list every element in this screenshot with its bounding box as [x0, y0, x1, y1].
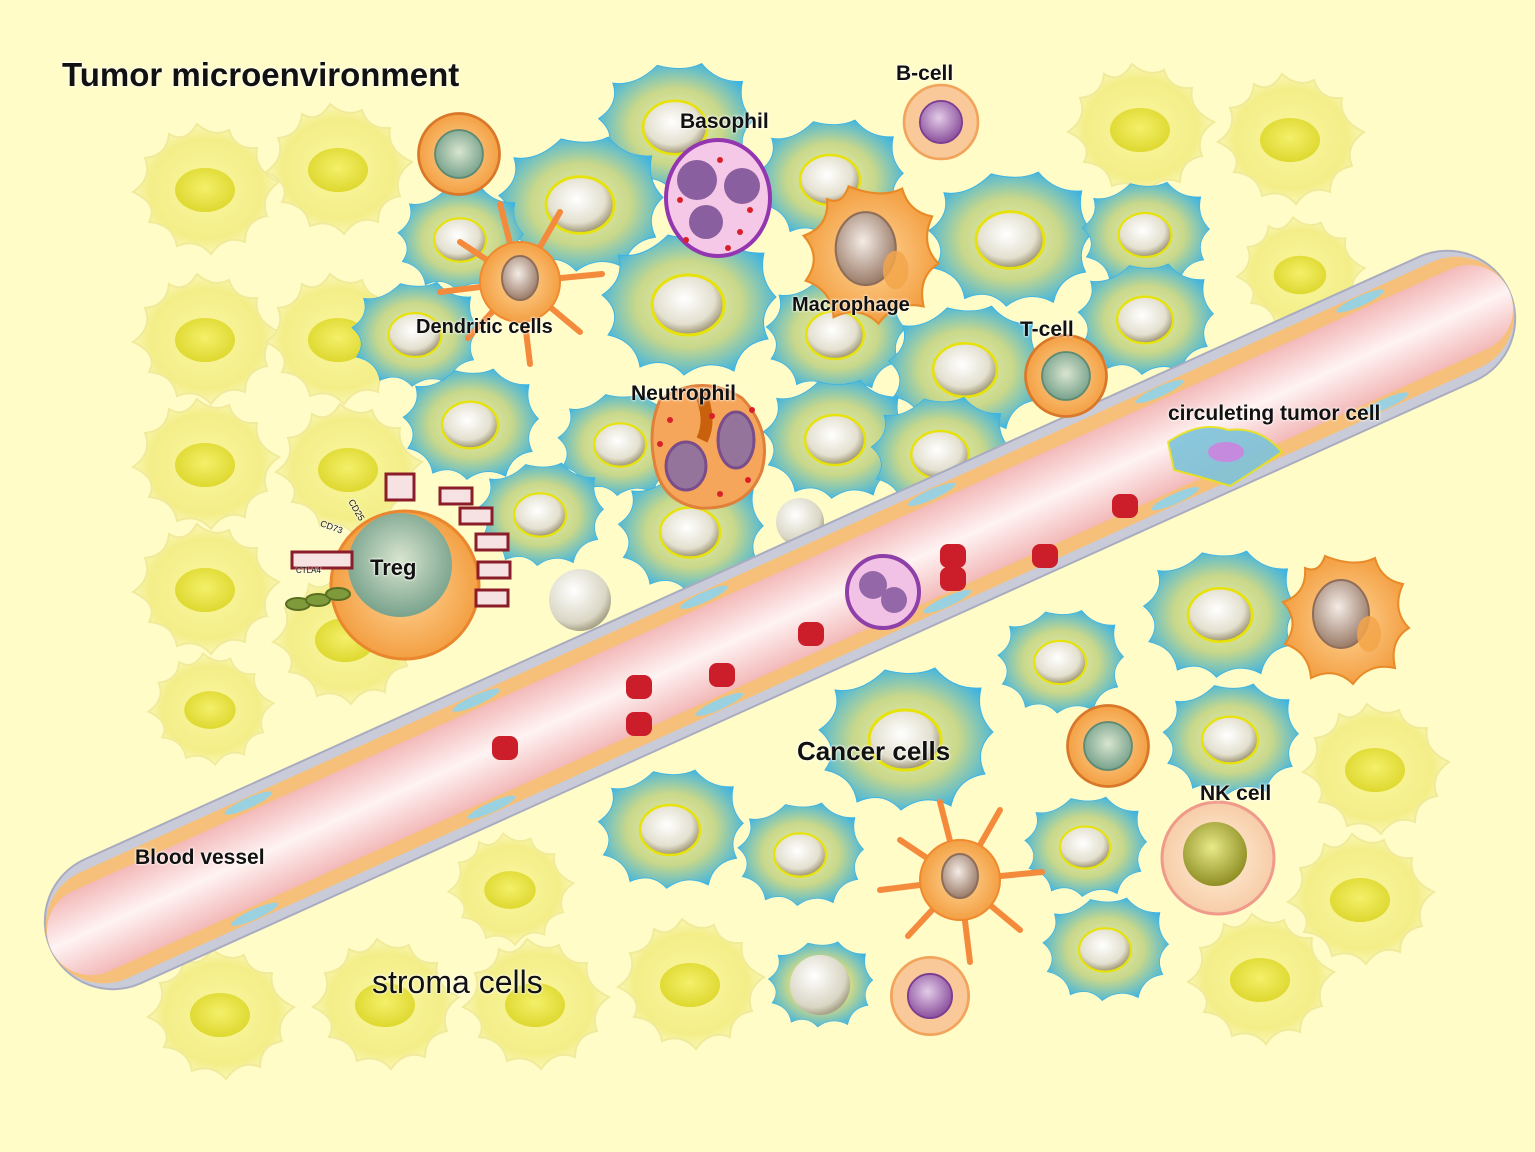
blood-vessel — [43, 249, 1517, 991]
neutrophil-cell — [650, 384, 766, 510]
neutrophil-in-vessel — [845, 554, 921, 630]
label-basophil: Basophil — [680, 110, 769, 133]
circulating-tumor-cell — [1166, 425, 1284, 488]
label-dendritic-cells: Dendritic cells — [416, 316, 553, 338]
label-t-cell: T-cell — [1020, 318, 1074, 341]
label-cancer-cells: Cancer cells — [797, 736, 951, 766]
label-treg: Treg — [370, 555, 417, 580]
label-stroma-cells: stroma cells — [372, 964, 543, 1000]
label-nk-cell: NK cell — [1200, 782, 1272, 805]
diagram-title: Tumor microenvironment — [62, 56, 460, 93]
label-macrophage: Macrophage — [792, 294, 910, 316]
label-blood-vessel: Blood vessel — [135, 846, 265, 869]
nk-cell — [1160, 800, 1276, 916]
red-blood-cells — [492, 494, 1138, 760]
treg-cell — [285, 472, 512, 661]
label-neutrophil: Neutrophil — [631, 382, 736, 405]
marker-ctla4: CTLA4 — [296, 566, 321, 575]
label-b-cell: B-cell — [896, 62, 954, 85]
basophil-cell — [664, 138, 772, 258]
label-circulating-tumor-cell: circuleting tumor cell — [1168, 402, 1381, 425]
